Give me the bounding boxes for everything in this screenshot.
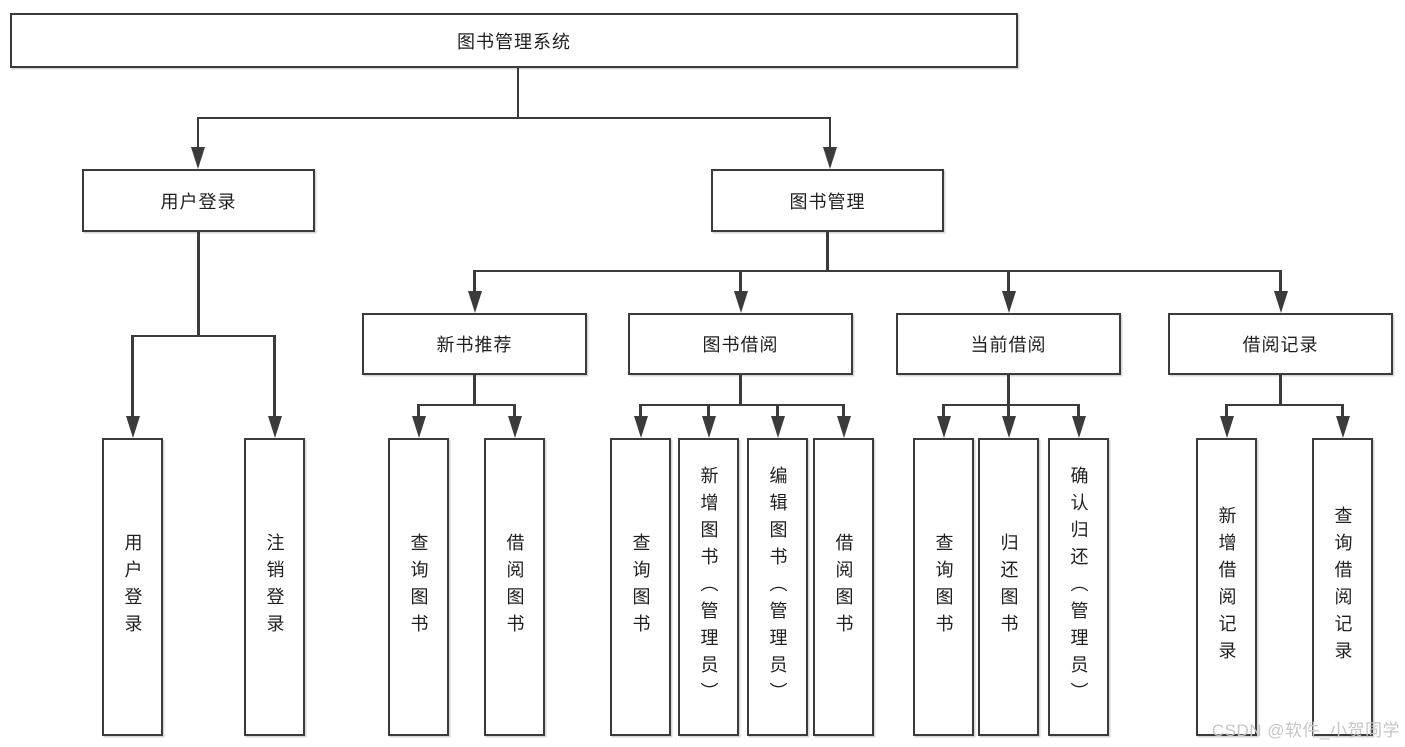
node-borrow-records: 借阅记录 (1168, 313, 1393, 375)
arrow-down-icon (1219, 416, 1234, 438)
arrow-down-icon (267, 416, 282, 438)
arrow-down-icon (191, 147, 205, 169)
arrow-down-icon (823, 147, 837, 169)
leaf-confirm-return-admin: 确认归还（管理员） (1048, 438, 1109, 736)
node-label: 用户登录 (160, 191, 237, 212)
connector (1279, 375, 1282, 405)
arrow-down-icon (411, 416, 426, 438)
arrow-down-icon (1273, 291, 1288, 313)
arrow-down-icon (733, 291, 748, 313)
connector (842, 405, 845, 418)
leaf-query-books-2: 查询图书 (610, 438, 671, 736)
arrow-down-icon (836, 416, 851, 438)
node-user-login: 用户登录 (82, 169, 315, 232)
leaf-borrow-books-1: 借阅图书 (484, 438, 545, 736)
node-label: 用户登录 (122, 533, 143, 641)
leaf-logout: 注销登录 (244, 438, 305, 736)
connector (131, 334, 276, 338)
node-label: 图书借阅 (702, 335, 779, 355)
connector (197, 116, 831, 120)
arrow-down-icon (125, 416, 140, 438)
leaf-query-books-3: 查询图书 (913, 438, 974, 736)
node-book-management: 图书管理 (711, 169, 944, 232)
connector (776, 405, 779, 418)
connector (473, 271, 476, 293)
connector (826, 232, 829, 271)
node-label: 图书管理系统 (457, 31, 571, 52)
arrow-down-icon (936, 416, 951, 438)
node-label: 查询借阅记录 (1332, 506, 1353, 668)
connector (1225, 405, 1228, 418)
arrow-down-icon (507, 416, 522, 438)
node-root-library-system: 图书管理系统 (10, 13, 1018, 68)
connector (1007, 375, 1010, 405)
arrow-down-icon (467, 291, 482, 313)
connector (942, 405, 945, 418)
leaf-edit-book-admin: 编辑图书（管理员） (747, 438, 808, 736)
node-label: 借阅图书 (504, 533, 525, 641)
leaf-add-book-admin: 新增图书（管理员） (678, 438, 739, 736)
leaf-query-books-1: 查询图书 (388, 438, 449, 736)
node-label: 借阅图书 (833, 533, 854, 641)
arrow-down-icon (1071, 416, 1086, 438)
leaf-query-borrow-record: 查询借阅记录 (1312, 438, 1373, 736)
connector (1077, 405, 1080, 418)
connector (1007, 405, 1010, 418)
connector (739, 375, 742, 405)
node-label: 注销登录 (264, 533, 285, 641)
node-label: 当前借阅 (970, 335, 1047, 355)
connector (131, 336, 134, 418)
connector (473, 375, 476, 405)
connector (639, 403, 845, 407)
node-book-borrow: 图书借阅 (628, 313, 853, 375)
node-label: 查询图书 (408, 533, 429, 641)
leaf-user-login: 用户登录 (102, 438, 163, 736)
connector (707, 405, 710, 418)
arrow-down-icon (1001, 291, 1016, 313)
node-label: 新增借阅记录 (1216, 506, 1237, 668)
arrow-down-icon (633, 416, 648, 438)
connector (639, 405, 642, 418)
connector (417, 405, 420, 418)
node-label: 确认归还（管理员） (1068, 465, 1089, 709)
connector (1007, 271, 1010, 293)
leaf-return-book: 归还图书 (978, 438, 1039, 736)
connector (516, 68, 520, 118)
leaf-borrow-books-2: 借阅图书 (813, 438, 874, 736)
node-current-borrow: 当前借阅 (896, 313, 1121, 375)
connector (828, 118, 832, 150)
node-new-book-recommend: 新书推荐 (362, 313, 587, 375)
node-label: 编辑图书（管理员） (767, 465, 788, 709)
connector (1225, 403, 1344, 407)
connector (942, 403, 1080, 407)
node-label: 归还图书 (998, 533, 1019, 641)
leaf-add-borrow-record: 新增借阅记录 (1196, 438, 1257, 736)
arrow-down-icon (1001, 416, 1016, 438)
connector (417, 403, 516, 407)
connector (196, 118, 200, 150)
arrow-down-icon (770, 416, 785, 438)
arrow-down-icon (701, 416, 716, 438)
arrow-down-icon (1335, 416, 1350, 438)
node-label: 新增图书（管理员） (698, 465, 719, 709)
node-label: 图书管理 (789, 191, 866, 212)
connector (197, 232, 200, 336)
connector (739, 271, 742, 293)
node-label: 查询图书 (630, 533, 651, 641)
node-label: 新书推荐 (436, 335, 513, 355)
connector (473, 269, 1282, 273)
connector (1341, 405, 1344, 418)
node-label: 查询图书 (933, 533, 954, 641)
node-label: 借阅记录 (1242, 335, 1319, 355)
connector (1279, 271, 1282, 293)
csdn-watermark: CSDN @软件_小贺同学 (1211, 721, 1400, 740)
connector (513, 405, 516, 418)
connector (273, 336, 276, 418)
